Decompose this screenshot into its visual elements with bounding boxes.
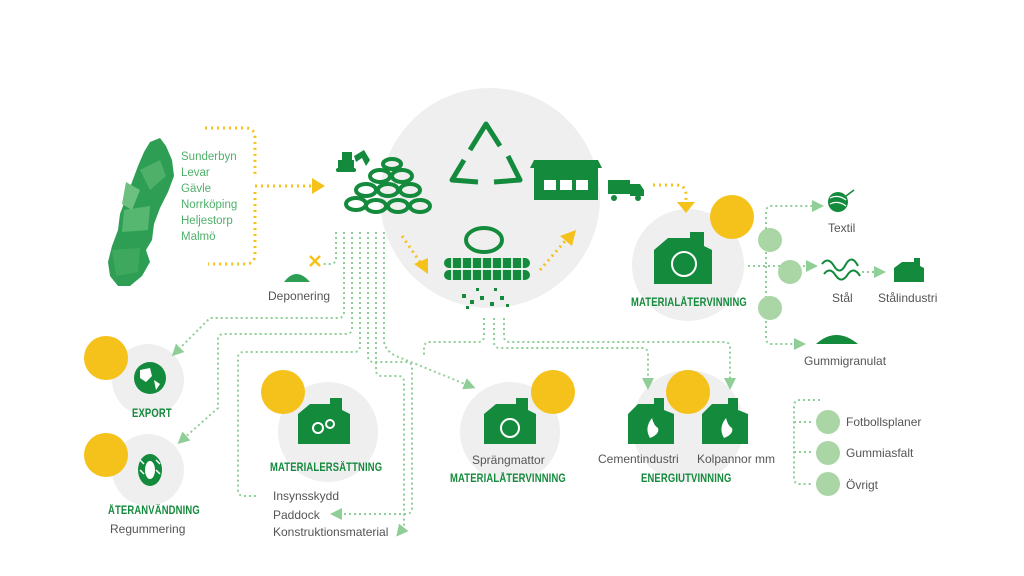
yarn-ball-icon xyxy=(828,189,855,212)
stalindustri-label: Stålindustri xyxy=(878,291,938,305)
materialersattning-title: MATERIALERSÄTTNING xyxy=(270,462,383,474)
granulate-pile-icon xyxy=(816,335,858,344)
ateranvandning-title: ÅTERANVÄNDNING xyxy=(108,505,200,517)
connector-dot xyxy=(758,296,782,320)
connector-dot xyxy=(758,228,782,252)
gear-plant-icon xyxy=(298,398,350,444)
granulate-pile-icon xyxy=(462,288,509,309)
deponering-label: Deponering xyxy=(268,289,331,303)
tire-icon xyxy=(138,454,162,486)
yellow-dot xyxy=(531,370,575,414)
flame-plant-icon xyxy=(628,398,674,444)
city-label: Levar xyxy=(181,167,210,179)
steel-plant-icon xyxy=(894,258,924,282)
city-label: Norrköping xyxy=(181,199,238,211)
connector-dot xyxy=(816,472,840,496)
excavator-icon xyxy=(336,150,370,172)
steel-wire-icon xyxy=(821,258,861,281)
truck-icon xyxy=(608,180,644,201)
textil-label: Textil xyxy=(828,221,856,235)
stal-label: Stål xyxy=(832,291,853,305)
regummering-label: Regummering xyxy=(110,522,186,536)
shredder-icon xyxy=(444,226,530,280)
yellow-dot xyxy=(84,336,128,380)
green-flow-lines xyxy=(171,200,886,537)
use-label: Cementindustri xyxy=(598,452,679,466)
yellow-arrowheads xyxy=(312,178,695,274)
recycle-plant-icon xyxy=(654,232,712,284)
recycle-icon xyxy=(449,121,523,185)
yellow-dot xyxy=(710,195,754,239)
center-bg-circle xyxy=(380,88,600,308)
yellow-dot xyxy=(666,370,710,414)
materialatervinning-center-title: MATERIALÅTERVINNING xyxy=(450,473,566,485)
globe-icon xyxy=(134,362,166,394)
city-label: Malmö xyxy=(181,231,216,243)
use-label: Kolpannor mm xyxy=(697,452,776,466)
use-label: Insynsskydd xyxy=(273,489,340,503)
city-label: Gävle xyxy=(181,183,212,195)
factory-building-icon xyxy=(530,160,602,200)
gummigranulat-label: Gummigranulat xyxy=(804,354,887,368)
use-label: Gummiasfalt xyxy=(846,446,914,460)
landfill-pile-icon xyxy=(284,274,310,282)
yellow-dot xyxy=(84,433,128,477)
connector-dot xyxy=(816,410,840,434)
city-label: Heljestorp xyxy=(181,215,233,227)
sprangmattor-label: Sprängmattor xyxy=(472,453,545,467)
use-label: Paddock xyxy=(273,508,320,522)
deponering-x-icon xyxy=(309,255,321,267)
materialatervinning-right-title: MATERIALÅTERVINNING xyxy=(631,297,747,309)
connector-dot xyxy=(778,260,802,284)
yellow-dot xyxy=(261,370,305,414)
use-label: Fotbollsplaner xyxy=(846,415,922,429)
connector-dot xyxy=(816,441,840,465)
use-label: Konstruktionsmaterial xyxy=(273,525,389,539)
flame-plant-icon xyxy=(702,398,748,444)
tire-pile-icon xyxy=(344,157,432,214)
export-title: EXPORT xyxy=(132,408,172,420)
city-label: Sunderbyn xyxy=(181,151,237,163)
sweden-map-icon xyxy=(108,138,174,286)
energiutvinning-title: ENERGIUTVINNING xyxy=(641,473,732,485)
use-label: Övrigt xyxy=(846,478,879,492)
yellow-flow-lines xyxy=(205,126,688,271)
recycle-plant-icon xyxy=(484,398,536,444)
